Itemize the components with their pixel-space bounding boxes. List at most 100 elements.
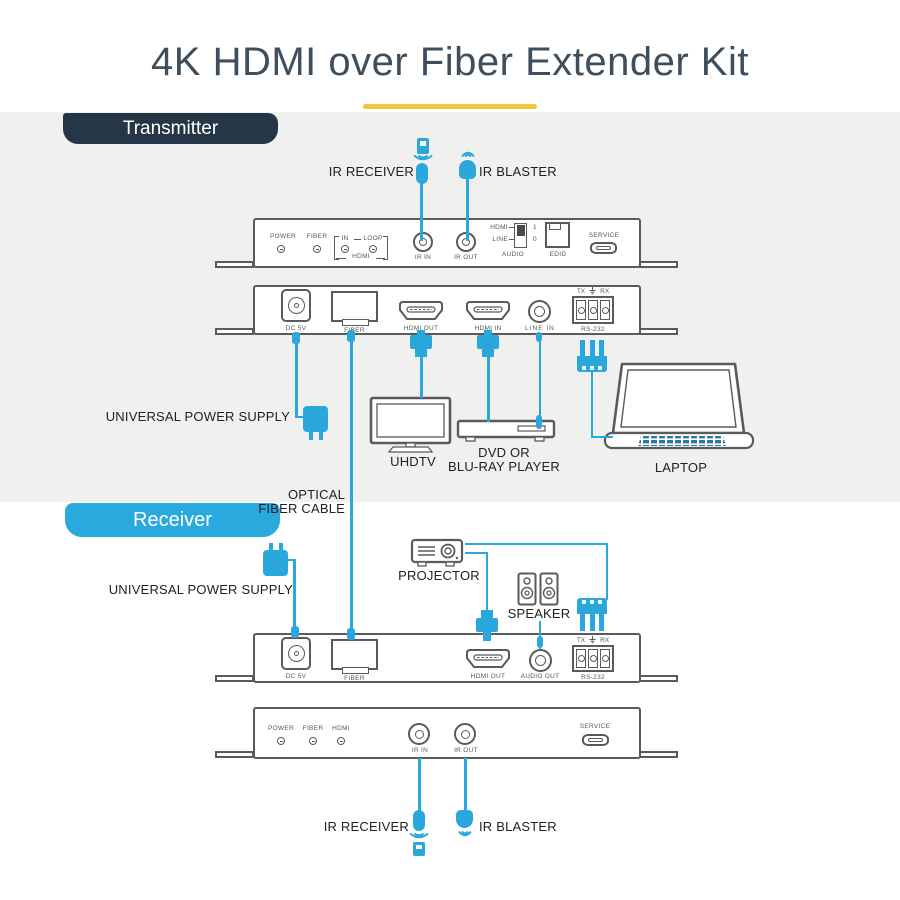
rx-hdmi-out-label: HDMI OUT [470, 673, 506, 680]
ir-receiver-window [416, 845, 422, 849]
laptop-label: LAPTOP [654, 460, 708, 475]
optical-label-line2: FIBER CABLE [258, 501, 345, 516]
adapter-prong [269, 543, 273, 552]
dash [376, 258, 385, 260]
uhdtv-hdmi-cable [419, 356, 423, 398]
tx-power-cable [295, 342, 298, 418]
power-adapter-icon-rx [263, 550, 288, 576]
tx-tx-label: TX [576, 287, 586, 295]
rs232-prong [589, 613, 595, 631]
rxf-service-label: SERVICE [579, 723, 611, 730]
dvd-player-icon [456, 419, 556, 442]
rx-power-supply-label: UNIVERSAL POWER SUPPLY [108, 582, 293, 597]
tx-dc-jack [281, 289, 311, 322]
rxf-power-label: POWER [267, 725, 295, 732]
ir-waves-up-icon [461, 151, 475, 158]
rx-ir-receiver-cable [417, 758, 421, 812]
laptop-rs232-cable-h [591, 436, 613, 438]
tx-switch-pos0: 0 [533, 236, 537, 243]
tx-rx-label: RX [600, 287, 610, 295]
rx-audio-out-jack [529, 649, 552, 672]
rxf-ir-in-label: IR IN [411, 747, 429, 754]
uhdtv-label: UHDTV [390, 454, 436, 469]
tx-rs232-pinout: TX RX [572, 287, 614, 295]
dash [336, 258, 346, 260]
ir-receiver-plug-icon-bottom [413, 810, 425, 831]
rx-rs232-port [572, 645, 614, 672]
tx-power-plug [292, 332, 300, 344]
rxf-ir-out-label: IR OUT [454, 747, 478, 754]
receiver-section-tab: Receiver [65, 503, 280, 537]
optical-fiber-cable [349, 340, 353, 634]
hdmi-plug-nub [417, 330, 425, 336]
transmitter-section-tab: Transmitter [63, 113, 278, 144]
rx-rs232-pinout: TX RX [572, 636, 614, 644]
receiver-tab-label: Receiver [133, 508, 212, 531]
fiber-plug-bottom [347, 628, 355, 640]
ground-icon [589, 287, 596, 295]
ir-blaster-label-top: IR BLASTER [479, 164, 557, 179]
ir-receiver-label-bottom: IR RECEIVER [323, 819, 409, 834]
rx-front-left-ear [215, 751, 254, 758]
transmitter-front-panel [253, 218, 641, 268]
rs232-prong [580, 613, 585, 631]
projector-rs232-cable-h [465, 543, 608, 545]
rxf-service-port [582, 734, 609, 746]
tx-audio-line-label: LINE [492, 236, 508, 243]
adapter-prong [319, 431, 323, 440]
hdmi-plug-body [481, 610, 493, 618]
audio-plug-bottom [536, 415, 542, 429]
tx-audio-switch [514, 223, 527, 248]
line-in-cable [539, 341, 541, 419]
ir-receiver-cable [420, 183, 423, 241]
rx-fiber-port [331, 639, 378, 674]
hdmi-group-bracket-right [383, 236, 388, 260]
adapter-prong [279, 543, 283, 552]
hdmi-plug-nub [483, 631, 491, 641]
rx-power-cable [293, 559, 296, 631]
rs232-prong [580, 340, 585, 357]
tx-power-cord [296, 416, 305, 418]
rx-back-right-ear [639, 675, 678, 682]
rxf-fiber-led [309, 737, 317, 745]
tx-edid-switch [545, 222, 570, 248]
tx-hdmi-in-port [466, 301, 510, 320]
tx-power-led [277, 245, 285, 253]
rx-power-plug [290, 626, 299, 638]
tx-hdmi-in-led [341, 245, 349, 253]
rxf-ir-out-jack [454, 723, 476, 745]
rx-tx-label: TX [576, 636, 586, 644]
hdmi-plug-body [415, 349, 427, 357]
rs232-prong [589, 340, 595, 357]
tx-back-right-ear [639, 328, 678, 335]
rx-rs232-label: RS-232 [581, 674, 605, 681]
tx-dc5v-label: DC 5V [285, 325, 307, 332]
dash [509, 227, 514, 229]
dvd-player-label: DVD OR BLU-RAY PLAYER [448, 446, 560, 474]
rxf-fiber-label: FIBER [302, 725, 324, 732]
ir-blaster-cable [466, 178, 469, 241]
tx-rs232-label: RS-232 [581, 326, 605, 333]
hdmi-plug-head [410, 335, 432, 349]
tx-front-right-ear [639, 261, 678, 268]
rx-front-right-ear [639, 751, 678, 758]
rx-rx-label: RX [600, 636, 610, 644]
rx-hdmi-out-port [466, 649, 510, 668]
ir-blaster-icon-top [459, 160, 476, 179]
optical-fiber-label: OPTICAL FIBER CABLE [195, 488, 345, 516]
laptop-rs232-cable-v [591, 371, 593, 437]
tx-hdmi-loop-led [369, 245, 377, 253]
projector-hdmi-cable-h [465, 552, 488, 554]
tx-front-left-ear [215, 261, 254, 268]
dash [509, 239, 514, 241]
ir-waves-down-icon [413, 154, 433, 161]
adapter-prong [309, 431, 313, 440]
dash [354, 239, 361, 241]
tx-fiber-led [313, 245, 321, 253]
tx-back-left-ear [215, 328, 254, 335]
ir-waves-down-icon [409, 832, 429, 839]
rs232-prong [599, 613, 604, 631]
rxf-power-led [277, 737, 285, 745]
tx-service-label: SERVICE [588, 232, 620, 239]
ir-receiver-plug-icon [416, 163, 428, 184]
